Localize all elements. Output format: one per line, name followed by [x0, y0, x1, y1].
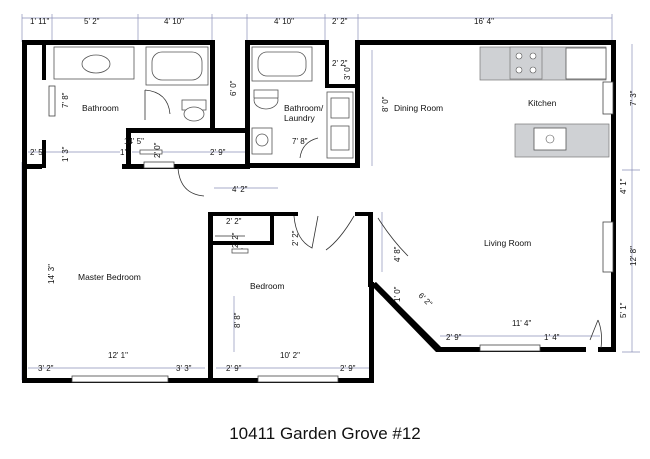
dim-bed-bot-1: 2' 9": [226, 364, 242, 373]
dim-bed-h: 8' 8": [233, 312, 242, 328]
plan-title: 10411 Garden Grove #12: [229, 424, 421, 443]
dim-liv-diag-2: 1' 0": [393, 286, 402, 302]
windows: [48, 81, 614, 383]
dim-hall-1: 14' 5": [124, 137, 144, 146]
walls: [22, 40, 616, 383]
dim-bed-closet-h: 2' 2": [231, 232, 240, 248]
room-label-bathroom-laundry-2: Laundry: [284, 113, 315, 123]
dim-mb-bot-1: 3' 2": [38, 364, 54, 373]
sink-icon: [81, 54, 111, 74]
room-label-kitchen: Kitchen: [528, 98, 557, 108]
dim-top-c: 4' 10": [164, 17, 184, 26]
dim-bed-closet-w: 2' 2": [226, 217, 242, 226]
room-label-bedroom: Bedroom: [250, 281, 285, 291]
window-hall: [143, 161, 175, 169]
dim-liv-bot-1: 2' 9": [446, 333, 462, 342]
room-label-dining: Dining Room: [394, 103, 443, 113]
dim-bath2-w: 7' 8": [292, 137, 308, 146]
dim-top-e: 2' 2": [332, 17, 348, 26]
window-master: [71, 375, 169, 383]
dim-hall-3: 2' 5": [30, 148, 46, 157]
dim-liv-right-2: 12' 8": [629, 246, 638, 266]
dim-closet-w: 2' 2": [332, 59, 348, 68]
dim-liv-bot-2: 11' 4": [512, 319, 532, 328]
room-label-master: Master Bedroom: [78, 272, 141, 282]
door-bedroom-right: [325, 215, 355, 251]
dim-liv-diag-3: 6' 2": [417, 291, 434, 308]
room-label-bathroom-laundry-1: Bathroom/: [284, 103, 324, 113]
dim-kitchen-h: 7' 3": [629, 90, 638, 106]
dim-bath2-height: 6' 0": [229, 80, 238, 96]
dim-hall-4: 1' 3": [61, 146, 70, 162]
dim-closet-h: 3' 0": [343, 64, 352, 80]
dim-top-b: 5' 2": [84, 17, 100, 26]
dim-mb-bot-3: 3' 3": [176, 364, 192, 373]
dim-bed-bot-3: 2' 9": [340, 364, 356, 373]
dim-hall-6: 2' 9": [210, 148, 226, 157]
door-master: [177, 167, 205, 197]
door-bedroom-left: [293, 215, 319, 249]
window-bathroom: [48, 85, 56, 117]
door-living: [589, 319, 602, 349]
window-kitchen: [602, 81, 614, 115]
dim-bed-door: 2' 2": [291, 230, 300, 246]
refrigerator-icon: [565, 47, 607, 80]
dim-liv-bot-3: 1' 4": [544, 333, 560, 342]
dim-hall-w: 4' 2": [232, 185, 248, 194]
dim-hall-5: 1': [120, 148, 126, 157]
dim-bed-bot-2: 10' 2": [280, 351, 300, 360]
dim-master-h: 14' 3": [47, 264, 56, 284]
dim-top-f: 16' 4": [474, 17, 494, 26]
dim-dining-h: 8' 0": [381, 96, 390, 112]
dim-top-d: 4' 10": [274, 17, 294, 26]
door-dining: [377, 217, 409, 257]
dim-hall-2: 2' 0": [153, 142, 162, 158]
dim-liv-right-3: 5' 1": [619, 302, 628, 318]
fixtures: [53, 46, 610, 159]
window-living: [602, 221, 614, 273]
dim-mb-bot-2: 12' 1": [108, 351, 128, 360]
door-bath2: [299, 137, 319, 159]
window-bedroom: [257, 375, 339, 383]
doors: [139, 89, 602, 349]
dim-top-a: 1' 11": [30, 17, 50, 26]
dim-bath1-height: 7' 8": [61, 92, 70, 108]
stove-icon: [509, 46, 543, 80]
room-label-living: Living Room: [484, 238, 531, 248]
dim-liv-right-1: 4' 1": [619, 178, 628, 194]
window-living-bottom: [479, 344, 541, 352]
door-bathroom1: [144, 89, 171, 120]
dim-liv-diag-1: 4' 8": [393, 246, 402, 262]
room-label-bathroom: Bathroom: [82, 103, 119, 113]
